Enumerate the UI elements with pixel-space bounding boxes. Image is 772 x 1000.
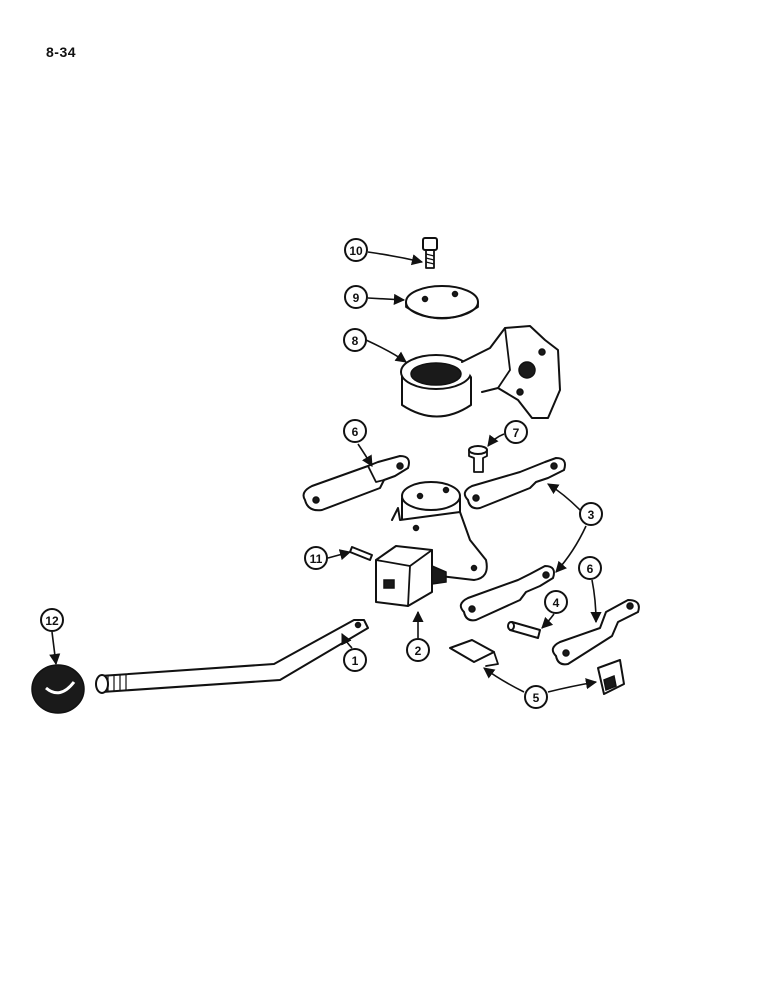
- callout-6-lower: 6: [578, 556, 602, 580]
- svg-text:10: 10: [349, 244, 363, 258]
- svg-text:6: 6: [352, 425, 359, 439]
- callout-7: 7: [504, 420, 528, 444]
- svg-text:2: 2: [415, 644, 422, 658]
- part-2-shifter-body: [375, 481, 488, 607]
- callout-3: 3: [579, 502, 603, 526]
- callout-5: 5: [524, 685, 548, 709]
- leader-3b: [555, 525, 587, 573]
- part-5-clip-right: [597, 659, 625, 695]
- callout-9: 9: [344, 285, 368, 309]
- part-3-link-upper: [463, 457, 566, 510]
- part-5-clip-left: [449, 639, 499, 667]
- callout-2: 2: [406, 638, 430, 662]
- leader-3a: [547, 483, 581, 511]
- leader-4: [541, 613, 555, 629]
- leader-10: [367, 251, 424, 266]
- leader-8: [365, 339, 407, 363]
- leader-5b: [547, 678, 598, 693]
- leader-7: [487, 433, 505, 447]
- callout-11: 11: [304, 546, 328, 570]
- part-1-shift-lever: [95, 619, 369, 694]
- leader-5a: [483, 667, 525, 693]
- svg-text:12: 12: [45, 614, 59, 628]
- callout-12: 12: [40, 608, 64, 632]
- callout-4: 4: [544, 590, 568, 614]
- callout-1: 1: [343, 648, 367, 672]
- svg-text:7: 7: [513, 426, 520, 440]
- leader-9: [367, 293, 406, 306]
- leader-12: [49, 631, 61, 666]
- svg-text:5: 5: [533, 691, 540, 705]
- part-8-bracket-housing: [400, 325, 561, 419]
- callout-6-upper: 6: [343, 419, 367, 443]
- part-6-link-upper: [302, 455, 410, 512]
- svg-text:6: 6: [587, 562, 594, 576]
- callout-10: 10: [344, 238, 368, 262]
- leader-6b: [590, 579, 602, 624]
- svg-text:3: 3: [588, 508, 595, 522]
- leader-6a: [357, 443, 373, 467]
- svg-text:4: 4: [553, 596, 560, 610]
- part-6-link-lower: [551, 599, 640, 666]
- part-10-bolt: [422, 237, 438, 269]
- part-11-roll-pin: [349, 546, 373, 561]
- leader-11: [327, 549, 352, 561]
- part-7-pin: [468, 445, 488, 473]
- part-3-link-lower: [459, 565, 555, 622]
- svg-text:11: 11: [310, 552, 323, 566]
- svg-text:1: 1: [352, 654, 359, 668]
- part-9-cover-plate: [405, 285, 479, 320]
- svg-text:9: 9: [353, 291, 360, 305]
- leader-1: [341, 632, 353, 649]
- callout-8: 8: [343, 328, 367, 352]
- svg-text:8: 8: [352, 334, 359, 348]
- part-4-pin: [507, 621, 541, 639]
- part-12-knob: [31, 664, 85, 714]
- page-number: 8-34: [46, 44, 77, 60]
